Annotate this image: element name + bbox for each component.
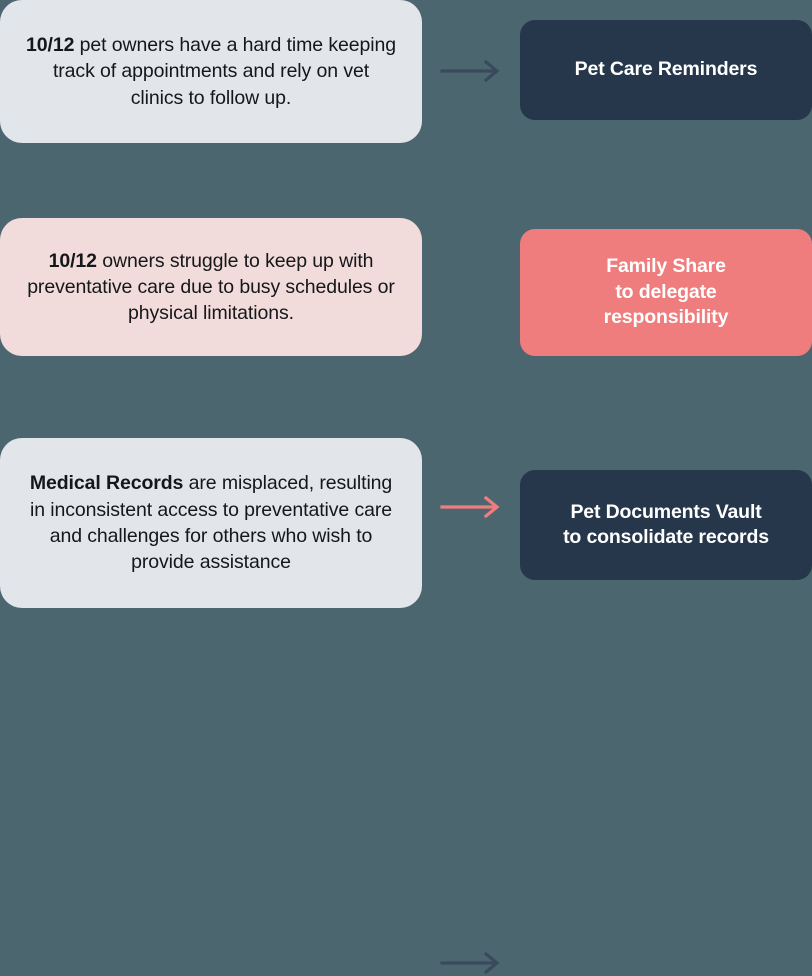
problem-text: Medical Records are misplaced, resulting… xyxy=(26,470,396,575)
problem-body: pet owners have a hard time keeping trac… xyxy=(52,34,396,109)
problem-lead: 10/12 xyxy=(48,249,97,272)
arrow-right-icon xyxy=(440,494,506,520)
arrow-right-icon xyxy=(440,58,506,84)
solution-card: Pet Documents Vault to consolidate recor… xyxy=(520,470,812,580)
problem-text: 10/12 pet owners have a hard time keepin… xyxy=(26,32,396,111)
solution-text: Pet Care Reminders xyxy=(575,57,758,82)
solution-title: Family Share xyxy=(606,255,726,278)
arrow-right-icon xyxy=(440,950,506,976)
diagram-row: 10/12 pet owners have a hard time keepin… xyxy=(0,0,812,148)
problem-body: owners struggle to keep up with preventa… xyxy=(27,249,395,325)
problem-card: 10/12 pet owners have a hard time keepin… xyxy=(0,0,422,143)
problem-card: 10/12 owners struggle to keep up with pr… xyxy=(0,218,422,356)
diagram-row: 10/12 owners struggle to keep up with pr… xyxy=(0,218,812,519)
problem-body: are misplaced, resulting in inconsistent… xyxy=(29,472,393,574)
solution-card: Pet Care Reminders xyxy=(520,20,812,120)
solution-text: Pet Documents Vault to consolidate recor… xyxy=(563,500,769,551)
diagram-row: Medical Records are misplaced, resulting… xyxy=(0,438,812,975)
solution-title: Pet Documents Vault xyxy=(570,500,762,523)
problem-lead: Medical Records xyxy=(29,472,184,495)
problem-text: 10/12 owners struggle to keep up with pr… xyxy=(26,248,396,327)
problem-lead: 10/12 xyxy=(26,34,75,57)
solution-title: Pet Care Reminders xyxy=(574,58,758,81)
problem-card: Medical Records are misplaced, resulting… xyxy=(0,438,422,608)
solution-subtitle: to consolidate records xyxy=(563,526,769,548)
